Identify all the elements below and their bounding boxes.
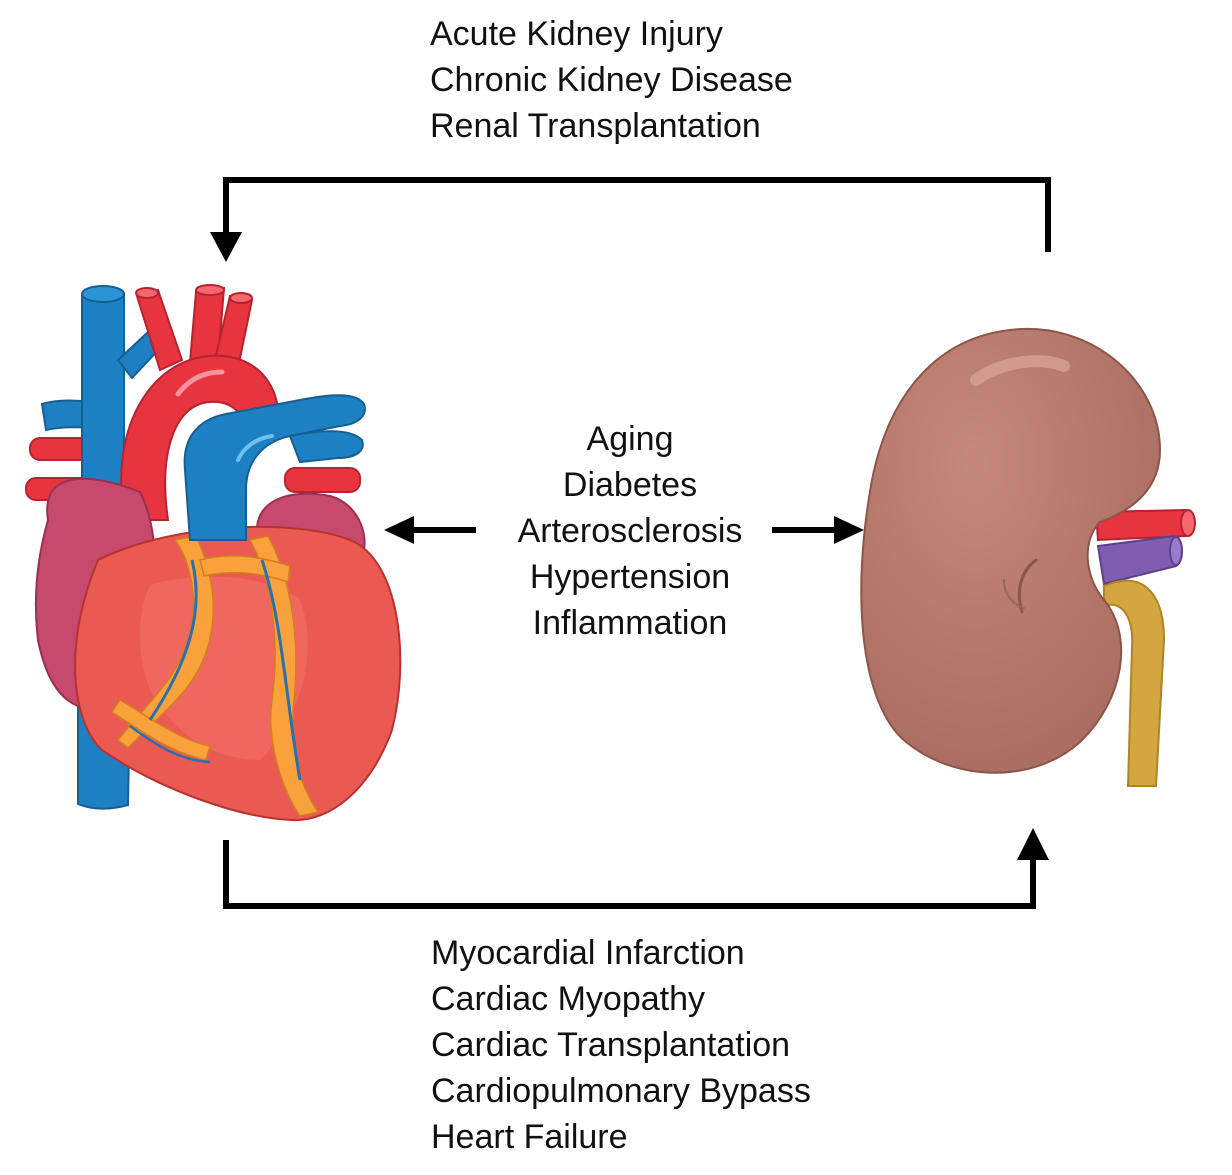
risk-factor-label: Inflammation [532, 604, 728, 642]
heart-condition-label: Cardiac Transplantation [431, 1026, 791, 1064]
heart-to-kidney-arrow [223, 828, 1049, 909]
shared-risk-factors: Aging Diabetes Arterosclerosis Hypertens… [468, 416, 792, 646]
heart-condition-label: Myocardial Infarction [431, 934, 745, 972]
risk-factor-label: Diabetes [562, 466, 698, 504]
heart-condition-label: Cardiac Myopathy [431, 980, 706, 1018]
risk-factor-label: Arterosclerosis [517, 512, 743, 550]
kidney-to-heart-conditions: Acute Kidney Injury Chronic Kidney Disea… [430, 11, 793, 149]
kidney-condition-label: Renal Transplantation [430, 107, 761, 145]
heart-condition-label: Cardiopulmonary Bypass [431, 1072, 811, 1110]
risk-factor-label: Hypertension [529, 558, 731, 596]
shared-factors-right-arrow [772, 516, 864, 544]
risk-factor-label: Aging [586, 420, 674, 458]
kidney-to-heart-arrow [210, 177, 1051, 262]
shared-factors-left-arrow [384, 516, 476, 544]
kidney-condition-label: Chronic Kidney Disease [430, 61, 793, 99]
kidney-illustration-icon [860, 327, 1196, 787]
heart-condition-label: Heart Failure [431, 1118, 628, 1156]
heart-to-kidney-conditions: Myocardial Infarction Cardiac Myopathy C… [431, 930, 811, 1160]
heart-illustration-icon [25, 284, 402, 822]
kidney-condition-label: Acute Kidney Injury [430, 15, 723, 53]
